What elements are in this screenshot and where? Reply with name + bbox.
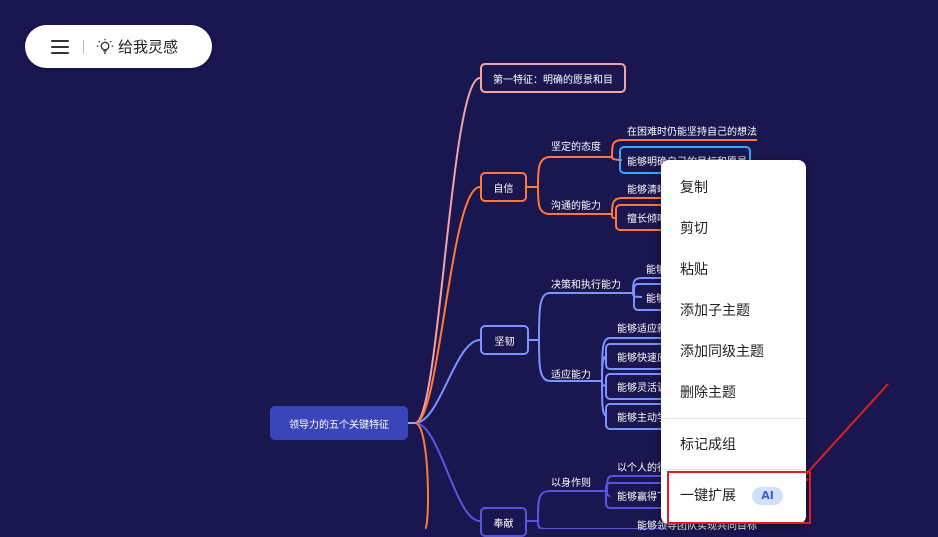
menu-copy[interactable]: 复制: [680, 180, 708, 196]
menu-icon[interactable]: [51, 39, 69, 54]
topic-decision-item-1[interactable]: 能够: [646, 265, 666, 276]
menu-paste[interactable]: 粘贴: [680, 262, 708, 278]
menu-mark-group[interactable]: 标记成组: [680, 437, 736, 453]
ai-badge: AI: [752, 487, 783, 505]
top-toolbar: 给我灵感: [25, 25, 212, 68]
topic-resilience[interactable]: 坚韧: [480, 325, 529, 355]
topic-adapt-item-1[interactable]: 能够适应新: [617, 324, 667, 335]
menu-ai-expand[interactable]: 一键扩展: [680, 488, 736, 504]
menu-add-sibling[interactable]: 添加同级主题: [680, 344, 764, 360]
root-topic[interactable]: 领导力的五个关键特征: [270, 406, 408, 440]
topic-dedication-bottom[interactable]: 能够领导团队实现共同目标: [637, 521, 757, 532]
topic-adapt-item-4[interactable]: 能够主动学: [605, 403, 667, 430]
topic-decision[interactable]: 决策和执行能力: [551, 280, 621, 291]
menu-cut[interactable]: 剪切: [680, 221, 708, 237]
menu-delete[interactable]: 删除主题: [680, 385, 736, 401]
topic-confidence[interactable]: 自信: [480, 172, 527, 202]
topic-example[interactable]: 以身作则: [551, 478, 591, 489]
context-menu: 复制 剪切 粘贴 添加子主题 添加同级主题 删除主题 标记成组 一键扩展 AI: [661, 160, 806, 524]
topic-first-trait[interactable]: 第一特征：明确的愿景和目: [480, 63, 626, 93]
topic-comm-item-2[interactable]: 擅长倾听: [615, 204, 667, 231]
topic-dedication[interactable]: 奉献: [480, 507, 527, 537]
inspire-button[interactable]: 给我灵感: [96, 36, 178, 57]
topic-firm-item-1[interactable]: 在困难时仍能坚持自己的想法: [627, 127, 757, 138]
topic-communication[interactable]: 沟通的能力: [551, 201, 601, 212]
toolbar-divider: [83, 39, 84, 54]
menu-separator: [661, 418, 806, 419]
topic-comm-item-1[interactable]: 能够清晰: [627, 185, 667, 196]
menu-add-child[interactable]: 添加子主题: [680, 303, 750, 319]
topic-example-item-1[interactable]: 以个人的行: [617, 463, 667, 474]
topic-adapt-item-2[interactable]: 能够快速应: [605, 343, 667, 370]
menu-separator: [661, 469, 806, 470]
topic-firm-attitude[interactable]: 坚定的态度: [551, 142, 601, 153]
lightbulb-icon: [96, 38, 114, 54]
topic-adapt-item-3[interactable]: 能够灵活调: [605, 373, 667, 400]
topic-adapt[interactable]: 适应能力: [551, 370, 591, 381]
topic-example-item-2[interactable]: 能够赢得下: [605, 482, 667, 509]
inspire-label: 给我灵感: [118, 38, 179, 56]
